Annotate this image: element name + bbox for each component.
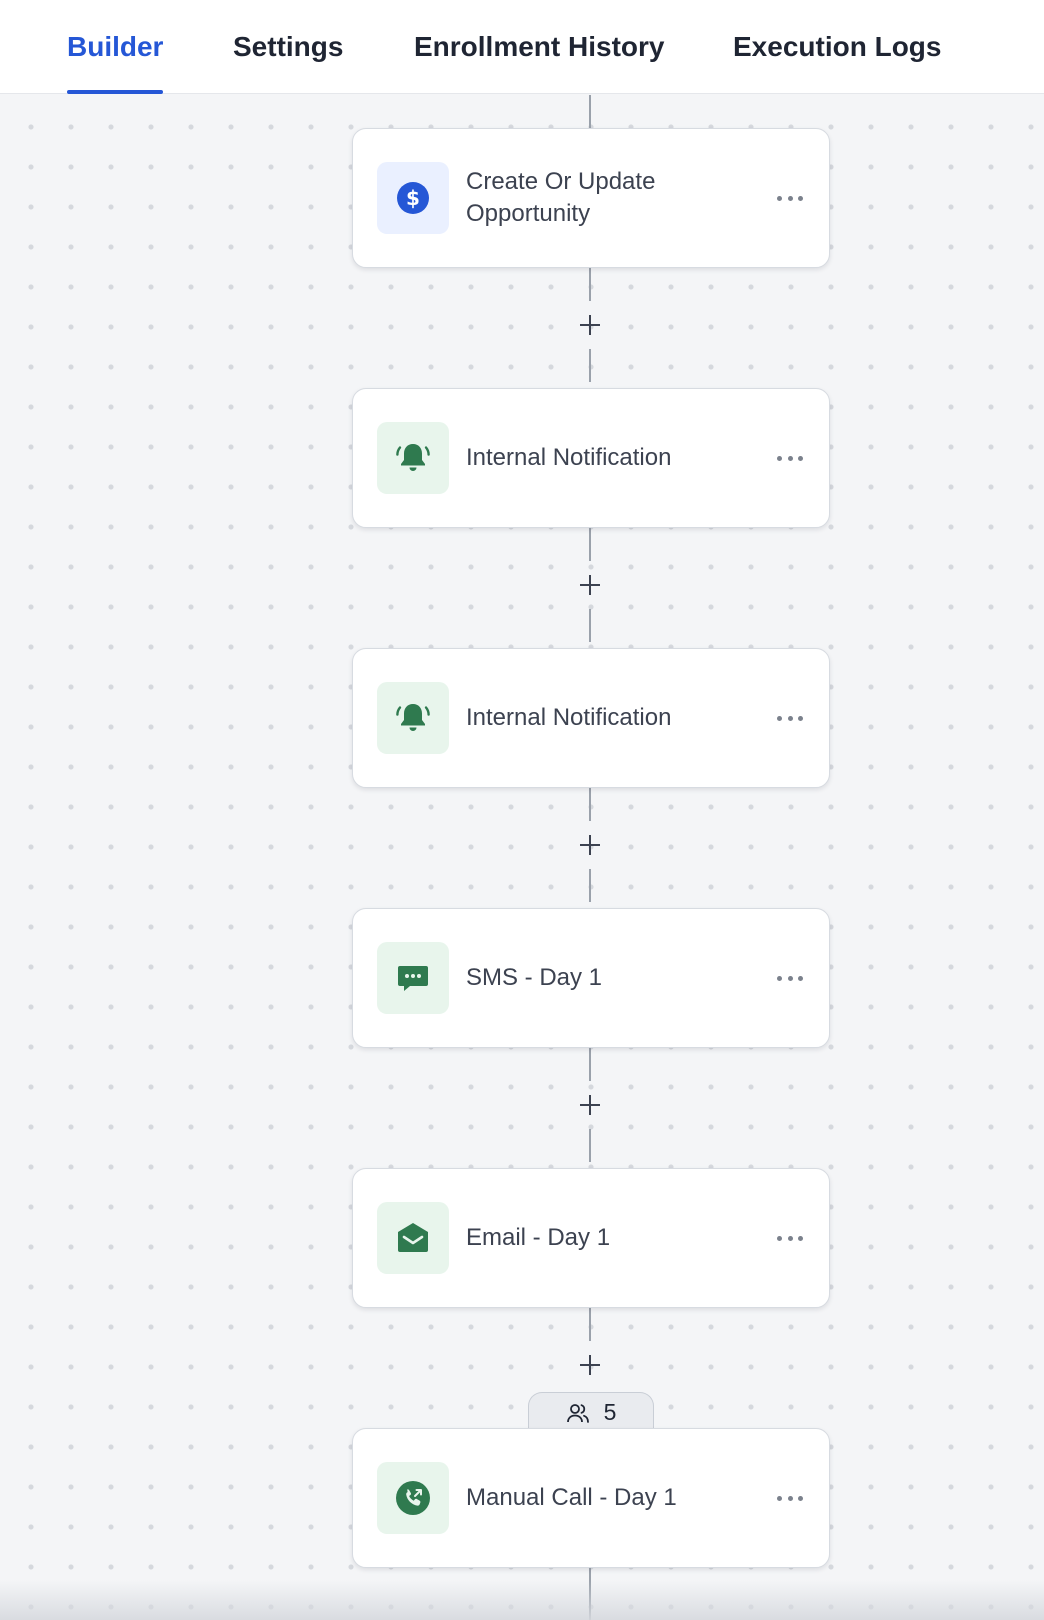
add-step-button[interactable] bbox=[574, 569, 606, 601]
step-options-button[interactable] bbox=[773, 705, 807, 731]
ellipsis-dot bbox=[798, 1235, 803, 1241]
ellipsis-dot bbox=[777, 715, 782, 721]
enrollment-count-badge[interactable]: 5 bbox=[528, 1392, 654, 1432]
enrollment-count: 5 bbox=[603, 1399, 617, 1425]
tab-settings[interactable]: Settings bbox=[233, 0, 343, 94]
ellipsis-dot bbox=[777, 1235, 782, 1241]
plus-icon bbox=[580, 1355, 600, 1375]
dollar-icon: $ bbox=[397, 182, 429, 214]
ellipsis-dot bbox=[798, 1495, 803, 1501]
step-label: Email - Day 1 bbox=[466, 1224, 611, 1251]
plus-icon bbox=[580, 315, 600, 335]
ellipsis-dot bbox=[777, 455, 782, 461]
call-icon bbox=[396, 1481, 430, 1515]
ellipsis-dot bbox=[798, 715, 803, 721]
step-icon-container bbox=[377, 682, 449, 754]
ellipsis-dot bbox=[798, 455, 803, 461]
add-step-button[interactable] bbox=[574, 1349, 606, 1381]
workflow-step-card[interactable]: Manual Call - Day 1 bbox=[352, 1428, 830, 1568]
ellipsis-dot bbox=[798, 975, 803, 981]
workflow-canvas[interactable]: $ Create Or Update Opportunity Internal … bbox=[0, 95, 1044, 1620]
workflow-step-card[interactable]: Email - Day 1 bbox=[352, 1168, 830, 1308]
ellipsis-dot bbox=[787, 455, 793, 461]
tab-builder[interactable]: Builder bbox=[67, 0, 164, 94]
step-icon-container bbox=[377, 422, 449, 494]
tab-enrollment-history-label: Enrollment History bbox=[414, 31, 665, 62]
step-label: Manual Call - Day 1 bbox=[466, 1484, 677, 1511]
tab-enrollment-history[interactable]: Enrollment History bbox=[414, 0, 664, 94]
step-icon-container bbox=[377, 1462, 449, 1534]
ellipsis-dot bbox=[787, 195, 793, 201]
plus-icon bbox=[580, 835, 600, 855]
workflow-step-card[interactable]: $ Create Or Update Opportunity bbox=[352, 128, 830, 268]
step-options-button[interactable] bbox=[773, 185, 807, 211]
step-label: SMS - Day 1 bbox=[466, 964, 603, 991]
tab-bar: Builder Settings Enrollment History Exec… bbox=[0, 0, 1044, 94]
connector-line bbox=[589, 268, 591, 301]
connector-line bbox=[589, 1048, 591, 1081]
connector-line bbox=[589, 609, 591, 642]
connector-line bbox=[589, 528, 591, 561]
connector-line bbox=[589, 1129, 591, 1162]
step-label: Create Or Update Opportunity bbox=[466, 168, 656, 227]
active-tab-indicator bbox=[67, 90, 164, 94]
users-icon bbox=[566, 1403, 589, 1423]
connector-line bbox=[589, 788, 591, 821]
tab-execution-logs[interactable]: Execution Logs bbox=[733, 0, 941, 94]
plus-icon bbox=[580, 575, 600, 595]
connector-line bbox=[589, 1308, 591, 1341]
step-label: Internal Notification bbox=[466, 444, 672, 471]
workflow-step-card[interactable]: SMS - Day 1 bbox=[352, 908, 830, 1048]
ellipsis-dot bbox=[798, 195, 803, 201]
canvas-bottom-fade bbox=[0, 1580, 1044, 1620]
step-icon-container bbox=[377, 942, 449, 1014]
ellipsis-dot bbox=[777, 195, 782, 201]
connector-line bbox=[589, 869, 591, 902]
workflow-step-card[interactable]: Internal Notification bbox=[352, 388, 830, 528]
tab-settings-label: Settings bbox=[233, 31, 344, 62]
step-icon-container bbox=[377, 1202, 449, 1274]
step-options-button[interactable] bbox=[773, 445, 807, 471]
step-options-button[interactable] bbox=[773, 965, 807, 991]
step-icon-container: $ bbox=[377, 162, 449, 234]
bell-icon bbox=[396, 704, 430, 731]
connector-line bbox=[589, 349, 591, 382]
ellipsis-dot bbox=[777, 1495, 782, 1501]
ellipsis-dot bbox=[787, 715, 793, 721]
ellipsis-dot bbox=[787, 1495, 793, 1501]
step-options-button[interactable] bbox=[773, 1225, 807, 1251]
add-step-button[interactable] bbox=[574, 309, 606, 341]
plus-icon bbox=[580, 1095, 600, 1115]
bell-icon bbox=[396, 444, 430, 471]
sms-icon bbox=[398, 966, 428, 991]
ellipsis-dot bbox=[787, 1235, 793, 1241]
ellipsis-dot bbox=[777, 975, 782, 981]
step-label: Internal Notification bbox=[466, 704, 672, 731]
ellipsis-dot bbox=[787, 975, 793, 981]
svg-text:$: $ bbox=[406, 186, 420, 210]
add-step-button[interactable] bbox=[574, 1089, 606, 1121]
connector-line bbox=[589, 95, 591, 128]
workflow-step-card[interactable]: Internal Notification bbox=[352, 648, 830, 788]
email-icon bbox=[398, 1223, 428, 1252]
add-step-button[interactable] bbox=[574, 829, 606, 861]
step-options-button[interactable] bbox=[773, 1485, 807, 1511]
tab-builder-label: Builder bbox=[67, 31, 164, 62]
tab-execution-logs-label: Execution Logs bbox=[733, 31, 942, 62]
